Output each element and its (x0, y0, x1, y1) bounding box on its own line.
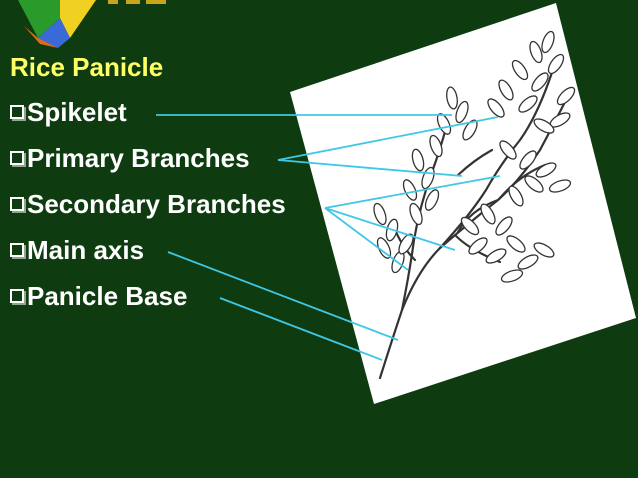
slide-title: Rice Panicle (10, 52, 164, 82)
label-text: Panicle Base (27, 281, 188, 311)
checkbox-bullet-icon (10, 151, 24, 165)
label-spikelet: Spikelet (10, 97, 286, 143)
checkbox-bullet-icon (10, 105, 24, 119)
logo-letters-fragment (108, 0, 166, 4)
label-text: Secondary Branches (27, 189, 286, 219)
logo-quad-yellow (60, 0, 96, 38)
pointer-primary-branch-lower (277, 159, 463, 177)
logo-quad-green (18, 0, 60, 38)
panicle-figure (290, 3, 636, 404)
logo-quad-orange (24, 26, 58, 48)
pointer-secondary-branch-2 (324, 207, 456, 251)
pointer-lines (156, 114, 501, 361)
label-text: Main axis (27, 235, 145, 265)
label-text: Spikelet (27, 97, 127, 127)
spikelets (373, 30, 576, 283)
label-panicle-base: Panicle Base (10, 281, 286, 327)
pointer-secondary-branch-3 (324, 207, 409, 271)
pointer-main-axis (167, 251, 399, 341)
pointer-primary-branch-upper (277, 116, 499, 161)
checkbox-bullet-icon (10, 197, 24, 211)
pointer-secondary-branch-1 (324, 175, 501, 209)
logo (18, 0, 166, 48)
label-text: Primary Branches (27, 143, 250, 173)
logo-quad-blue (38, 18, 70, 48)
label-list: Spikelet Primary Branches Secondary Bran… (10, 97, 286, 327)
checkbox-bullet-icon (10, 243, 24, 257)
figure-paper (290, 3, 636, 404)
label-main-axis: Main axis (10, 235, 286, 281)
label-secondary-branches: Secondary Branches (10, 189, 286, 235)
pointer-panicle-base (219, 297, 383, 361)
label-primary-branches: Primary Branches (10, 143, 286, 189)
checkbox-bullet-icon (10, 289, 24, 303)
